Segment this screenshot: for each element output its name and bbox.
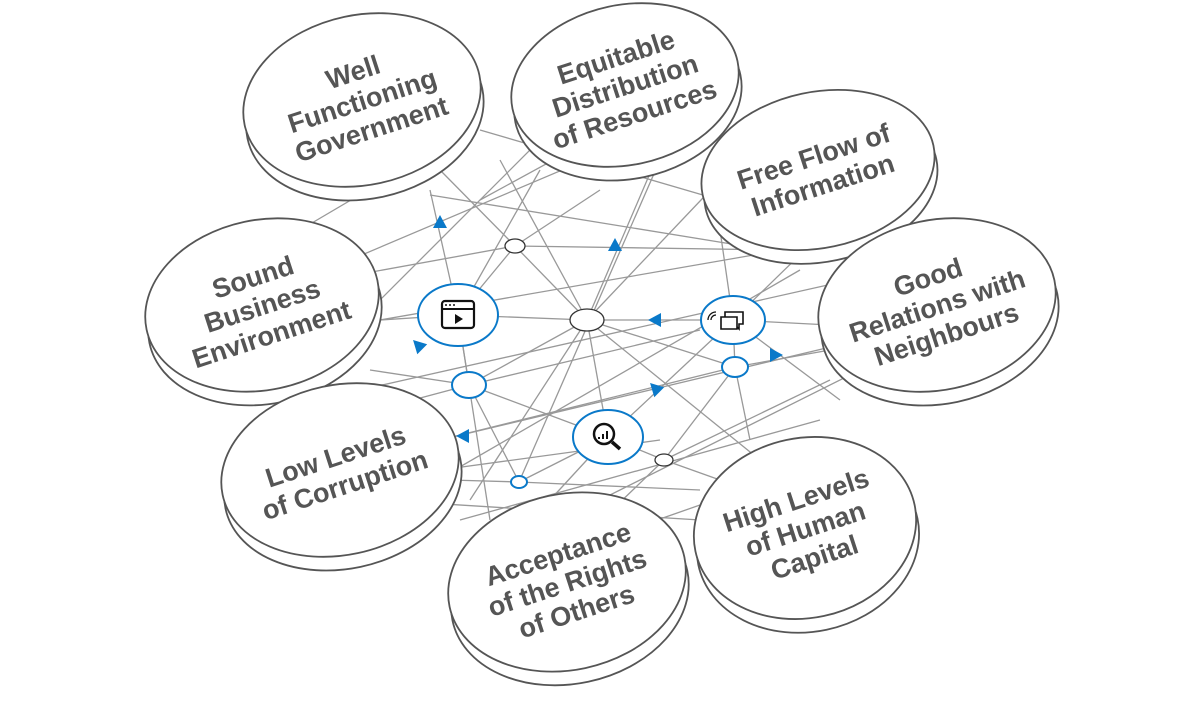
disc-low-levels-of-corruption: Low Levelsof Corruption [220,382,463,572]
network-line [586,319,736,368]
network-line [359,279,851,391]
network-line [459,419,821,521]
arrow-icon [650,383,665,398]
video-player-icon [417,283,499,347]
network-line [586,179,721,321]
network-line [663,366,736,461]
disc-equitable-distribution: EquitableDistributionof Resources [510,2,743,182]
network-nodes [417,238,766,489]
node [654,453,674,467]
arrow-icon [433,215,447,228]
disc-sound-business-environment: SoundBusinessEnvironment [144,217,383,407]
network-line [469,319,588,501]
network-line [439,339,861,441]
arrow-icon [608,238,622,251]
disc-good-relations: GoodRelations withNeighbours [817,217,1060,407]
blue-node [510,475,528,489]
blue-node [721,356,749,378]
network-line [499,159,588,321]
network-line [734,366,751,441]
blue-node [451,371,487,399]
arrow-icon [413,340,428,355]
disc-high-levels-of-human-capital: High Levelsof HumanCapital [692,436,920,634]
network-line [468,384,520,483]
disc-acceptance-of-rights: Acceptanceof the Rightsof Others [447,491,690,687]
hub-node [569,308,605,332]
network-line [514,245,781,251]
node [504,238,526,254]
network-line [514,189,601,247]
pillar-discs: WellFunctioningGovernmentEquitableDistri… [144,2,1060,687]
network-line [468,329,701,386]
disc-free-flow-of-information: Free Flow ofInformation [700,88,939,265]
arrow-icon [456,429,469,443]
flow-arrows [413,215,783,443]
network-line [586,319,761,461]
arrow-icon [648,313,661,327]
arrow-icon [770,348,783,362]
chat-signal-icon [700,295,766,345]
network-line [514,245,588,321]
network-line [457,314,491,521]
network-line [663,379,831,461]
network-line [439,169,516,247]
network-lines [299,79,861,561]
network-line [518,481,701,491]
search-chart-icon [572,409,644,465]
disc-well-functioning-government: WellFunctioningGovernment [242,12,485,202]
